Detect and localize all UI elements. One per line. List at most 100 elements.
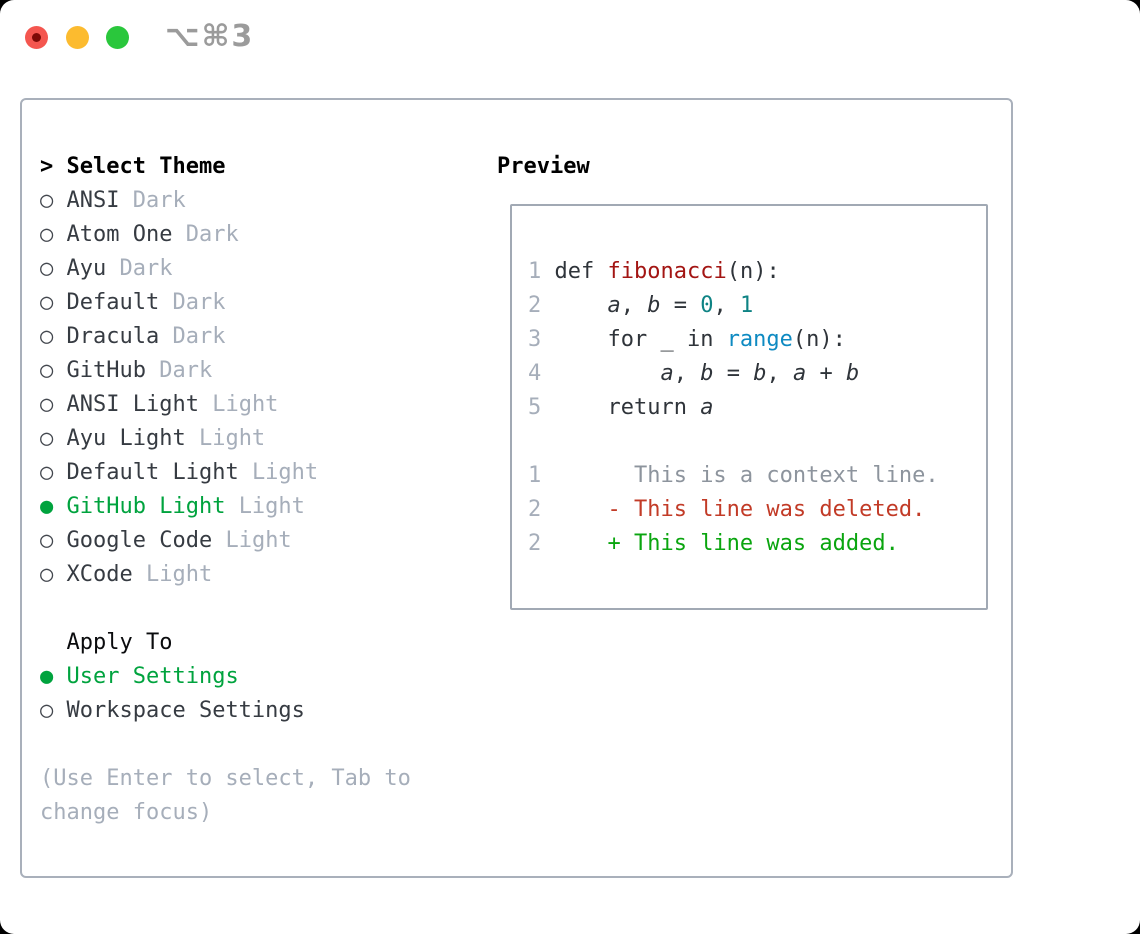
selection-cursor: > [40,154,67,179]
theme-name: ANSI Light [66,392,213,417]
preview-heading: Preview [497,154,590,179]
theme-option[interactable]: ○ GitHub Dark [40,354,411,388]
theme-option[interactable]: ○ Ayu Light Light [40,422,411,456]
theme-name: Ayu [66,256,120,281]
theme-option[interactable]: ○ Default Light Light [40,456,411,490]
hint-text: change focus) [40,800,213,825]
token-builtin: range [726,327,793,352]
token-numlit: 1 [739,293,754,318]
theme-variant-tag: Light [212,392,279,417]
token-add: + This line was added. [541,531,899,556]
radio-unselected-icon: ○ [40,562,67,587]
token-var: b [700,361,714,386]
token-code: , [766,361,793,386]
theme-option[interactable]: ○ Google Code Light [40,524,411,558]
radio-unselected-icon: ○ [40,426,67,451]
radio-unselected-icon: ○ [40,358,67,383]
window-title: ⌥⌘3 [165,19,255,54]
line-number: 3 [528,327,555,352]
theme-option[interactable]: ○ Dracula Dark [40,320,411,354]
theme-menu-heading-row: > Select Theme [40,150,411,184]
apply-to-option[interactable]: ○ Workspace Settings [40,694,411,728]
theme-variant-tag: Light [198,426,266,451]
token-code [555,361,661,386]
radio-selected-icon: ● [40,494,67,519]
theme-name: Google Code [66,528,226,553]
minimize-button[interactable] [66,26,89,49]
hint-text-row: (Use Enter to select, Tab to [40,762,411,796]
theme-option[interactable]: ○ XCode Light [40,558,411,592]
theme-name: XCode [66,562,146,587]
theme-name: Atom One [66,222,186,247]
token-ctx: This is a context line. [541,463,939,488]
line-number: 5 [528,395,555,420]
hint-text: (Use Enter to select, Tab to [40,766,411,791]
spacer [40,592,411,626]
token-code: = [713,361,754,386]
preview-line: 2 - This line was deleted. [528,493,986,527]
theme-variant-tag: Light [225,528,292,553]
preview-line: 1 def fibonacci(n): [528,255,986,289]
preview-line: 5 return a [528,391,986,425]
theme-menu: > Select Theme○ ANSI Dark○ Atom One Dark… [40,150,411,830]
line-number: 4 [528,361,555,386]
preview-line: 1 This is a context line. [528,459,986,493]
token-func: fibonacci [607,259,727,284]
theme-menu-heading: Select Theme [66,154,226,179]
theme-option[interactable]: ○ Ayu Dark [40,252,411,286]
token-del: - This line was deleted. [541,497,926,522]
theme-variant-tag: Dark [172,324,226,349]
theme-variant-tag: Dark [132,188,186,213]
theme-option[interactable]: ○ Atom One Dark [40,218,411,252]
token-code: , [620,293,648,318]
apply-to-option-label: Workspace Settings [66,698,305,723]
token-var: a [607,293,621,318]
radio-unselected-icon: ○ [40,222,67,247]
spacer [40,728,411,762]
line-number: 1 [528,463,542,488]
radio-unselected-icon: ○ [40,698,67,723]
token-code: return [554,395,701,420]
token-var: b [753,361,767,386]
theme-option[interactable]: ○ ANSI Dark [40,184,411,218]
token-var: b [647,293,661,318]
theme-selector-panel: > Select Theme○ ANSI Dark○ Atom One Dark… [20,98,1013,878]
radio-unselected-icon: ○ [40,256,67,281]
zoom-button[interactable] [106,26,129,49]
theme-option[interactable]: ● GitHub Light Light [40,490,411,524]
theme-option[interactable]: ○ ANSI Light Light [40,388,411,422]
token-var: a [700,395,714,420]
hint-text-row: change focus) [40,796,411,830]
spacer [528,425,986,459]
apply-to-option[interactable]: ● User Settings [40,660,411,694]
radio-unselected-icon: ○ [40,290,67,315]
token-code: def [554,259,608,284]
theme-variant-tag: Light [251,460,319,485]
token-code: = [660,293,701,318]
token-numlit: 0 [700,293,714,318]
theme-name: GitHub [66,358,160,383]
preview-line: 2 a, b = 0, 1 [528,289,986,323]
theme-name: Default [66,290,173,315]
theme-variant-tag: Light [238,494,305,519]
token-code: (n): [792,327,846,352]
line-number: 2 [528,497,542,522]
theme-variant-tag: Dark [172,290,226,315]
line-number: 2 [528,531,542,556]
line-number: 2 [528,293,555,318]
token-code: (n): [726,259,780,284]
preview-line: 2 + This line was added. [528,527,986,561]
theme-variant-tag: Dark [159,358,213,383]
preview-line: 4 a, b = b, a + b [528,357,986,391]
preview-line: 3 for _ in range(n): [528,323,986,357]
token-code: for _ in [554,327,727,352]
theme-name: Ayu Light [66,426,199,451]
theme-option[interactable]: ○ Default Dark [40,286,411,320]
radio-unselected-icon: ○ [40,324,67,349]
line-number: 1 [528,259,555,284]
close-button[interactable] [25,26,48,49]
radio-unselected-icon: ○ [40,188,67,213]
theme-variant-tag: Light [145,562,213,587]
theme-name: GitHub Light [66,494,239,519]
